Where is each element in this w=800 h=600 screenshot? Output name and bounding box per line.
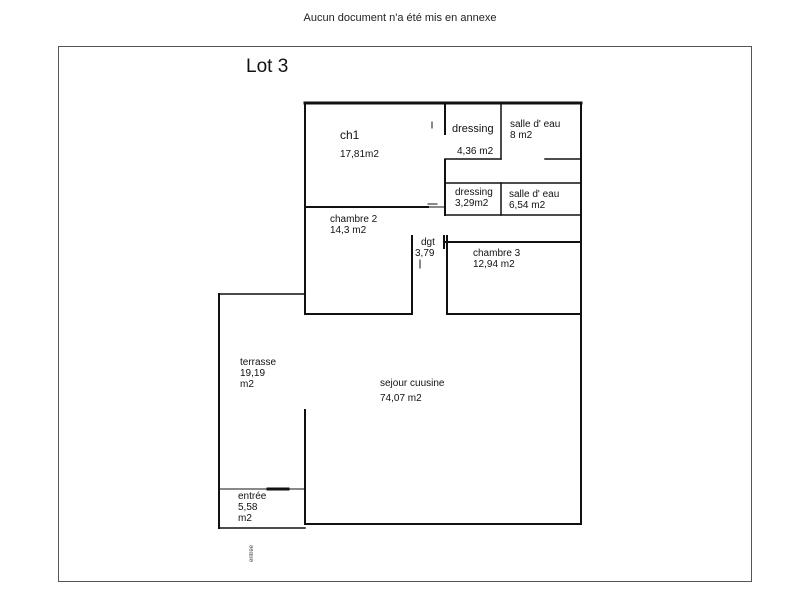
room-chambre-3-area: 12,94 m2 xyxy=(473,259,515,270)
room-entree-unit: m2 xyxy=(238,513,252,524)
room-dgt: dgt 3,79 xyxy=(415,237,435,259)
room-dressing-2-area: 3,29m2 xyxy=(455,198,489,209)
room-entree: entrée 5,58 m2 xyxy=(238,491,266,524)
plan-title: Lot 3 xyxy=(246,56,289,77)
room-ch1-area: 17,81m2 xyxy=(340,149,379,160)
side-reference-label: entrée xyxy=(249,545,255,563)
room-chambre-3: chambre 3 12,94 m2 xyxy=(473,248,520,270)
header-note: Aucun document n'a été mis en annexe xyxy=(303,12,497,24)
room-chambre-3-name: chambre 3 xyxy=(473,248,521,259)
room-dressing-1-name: dressing xyxy=(452,123,494,135)
room-dressing-2-name: dressing xyxy=(455,187,493,198)
room-terrasse-unit: m2 xyxy=(240,379,254,390)
room-salle-eau-2-area: 6,54 m2 xyxy=(509,200,546,211)
room-dgt-area: 3,79 xyxy=(415,248,435,259)
room-salle-eau-1: salle d' eau 8 m2 xyxy=(510,119,560,141)
room-dressing-1-area: 4,36 m2 xyxy=(457,146,494,157)
room-salle-eau-2: salle d' eau 6,54 m2 xyxy=(509,189,559,211)
room-sejour: sejour cuusine 74,07 m2 xyxy=(380,378,444,404)
room-dressing-2: dressing 3,29m2 xyxy=(455,187,493,209)
room-salle-eau-1-area: 8 m2 xyxy=(510,130,533,141)
room-sejour-name: sejour cuusine xyxy=(380,378,445,389)
room-ch1-name: ch1 xyxy=(340,128,360,142)
room-chambre-2-name: chambre 2 xyxy=(330,214,378,225)
room-dressing-1: dressing 4,36 m2 xyxy=(452,123,494,158)
room-terrasse-name: terrasse xyxy=(240,357,277,368)
room-salle-eau-2-name: salle d' eau xyxy=(509,189,560,200)
room-entree-area: 5,58 xyxy=(238,502,258,513)
room-ch1: ch1 17,81m2 xyxy=(340,128,379,160)
plan-sheet-border xyxy=(58,46,752,582)
room-chambre-2-area: 14,3 m2 xyxy=(330,225,367,236)
room-entree-name: entrée xyxy=(238,491,267,502)
room-terrasse: terrasse 19,19 m2 xyxy=(240,357,276,390)
room-terrasse-area: 19,19 xyxy=(240,368,266,379)
room-dgt-name: dgt xyxy=(421,237,435,248)
room-salle-eau-1-name: salle d' eau xyxy=(510,119,561,130)
room-sejour-area: 74,07 m2 xyxy=(380,393,422,404)
room-chambre-2: chambre 2 14,3 m2 xyxy=(330,214,377,236)
